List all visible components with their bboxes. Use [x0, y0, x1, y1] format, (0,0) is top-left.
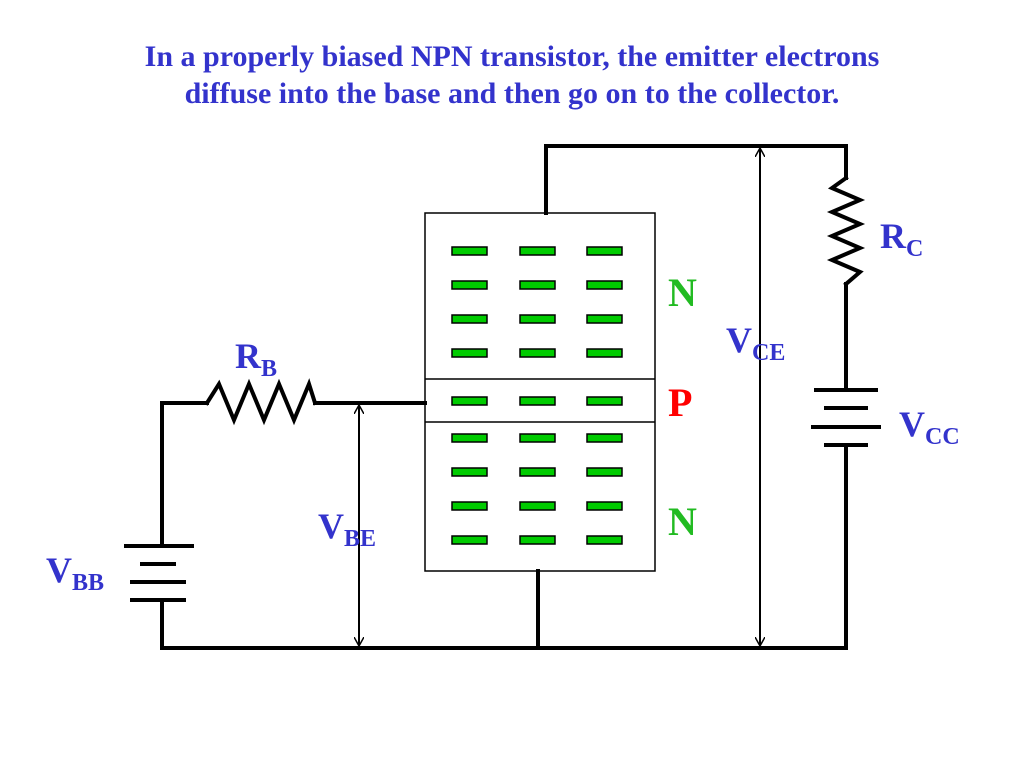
slide-title: In a properly biased NPN transistor, the… — [40, 38, 984, 112]
vce-label-main: V — [726, 320, 752, 360]
vbb-label-sub: BB — [72, 570, 104, 596]
vbe-label: VBE — [318, 506, 376, 552]
vcc-label-sub: CC — [925, 424, 960, 450]
vbb-label: VBB — [46, 550, 104, 596]
ground-wire — [160, 443, 848, 650]
rc-label-sub: C — [906, 236, 923, 262]
collector-resistor — [826, 175, 866, 287]
collector-electron — [451, 348, 488, 358]
collector-electron — [451, 280, 488, 290]
collector-region-label: N — [668, 270, 697, 315]
collector-electron — [586, 348, 623, 358]
rb-label: RB — [235, 336, 277, 382]
emitter-electron — [586, 501, 623, 511]
emitter-electron — [519, 535, 556, 545]
rb-label-main: R — [235, 336, 262, 376]
collector-electron — [451, 314, 488, 324]
vbe-label-sub: BE — [344, 526, 376, 552]
vbb-to-rb-wire — [160, 401, 209, 548]
vcc-label: VCC — [899, 404, 960, 450]
emitter-electron — [451, 501, 488, 511]
collector-electron — [519, 246, 556, 256]
base-electron — [519, 396, 556, 406]
emitter-electron — [451, 535, 488, 545]
emitter-electron — [586, 535, 623, 545]
vbe-label-main: V — [318, 506, 344, 546]
rb-label-sub: B — [261, 356, 277, 382]
base-electron — [451, 396, 488, 406]
title-line-1: In a properly biased NPN transistor, the… — [144, 40, 880, 73]
title-line-2: diffuse into the base and then go on to … — [184, 77, 840, 110]
collector-electron — [519, 280, 556, 290]
vce-label: VCE — [726, 320, 785, 366]
rc-label: RC — [880, 216, 923, 262]
emitter-electron — [586, 433, 623, 443]
emitter-electron — [519, 467, 556, 477]
collector-electron — [586, 246, 623, 256]
emitter-electron — [451, 467, 488, 477]
collector-electron — [586, 280, 623, 290]
vbb-label-main: V — [46, 550, 72, 590]
electron-grid — [451, 246, 623, 545]
rc-label-main: R — [880, 216, 907, 256]
emitter-region-label: N — [668, 499, 697, 544]
vcc-label-main: V — [899, 404, 925, 444]
base-region-label: P — [668, 380, 692, 425]
collector-electron — [519, 314, 556, 324]
collector-electron — [586, 314, 623, 324]
collector-electron — [519, 348, 556, 358]
collector-electron — [451, 246, 488, 256]
collector-wire — [544, 144, 848, 215]
emitter-electron — [451, 433, 488, 443]
emitter-electron — [586, 467, 623, 477]
emitter-electron — [519, 501, 556, 511]
vce-label-sub: CE — [752, 340, 785, 366]
base-resistor — [204, 378, 318, 426]
base-electron — [586, 396, 623, 406]
transistor-body — [424, 212, 656, 572]
emitter-electron — [519, 433, 556, 443]
